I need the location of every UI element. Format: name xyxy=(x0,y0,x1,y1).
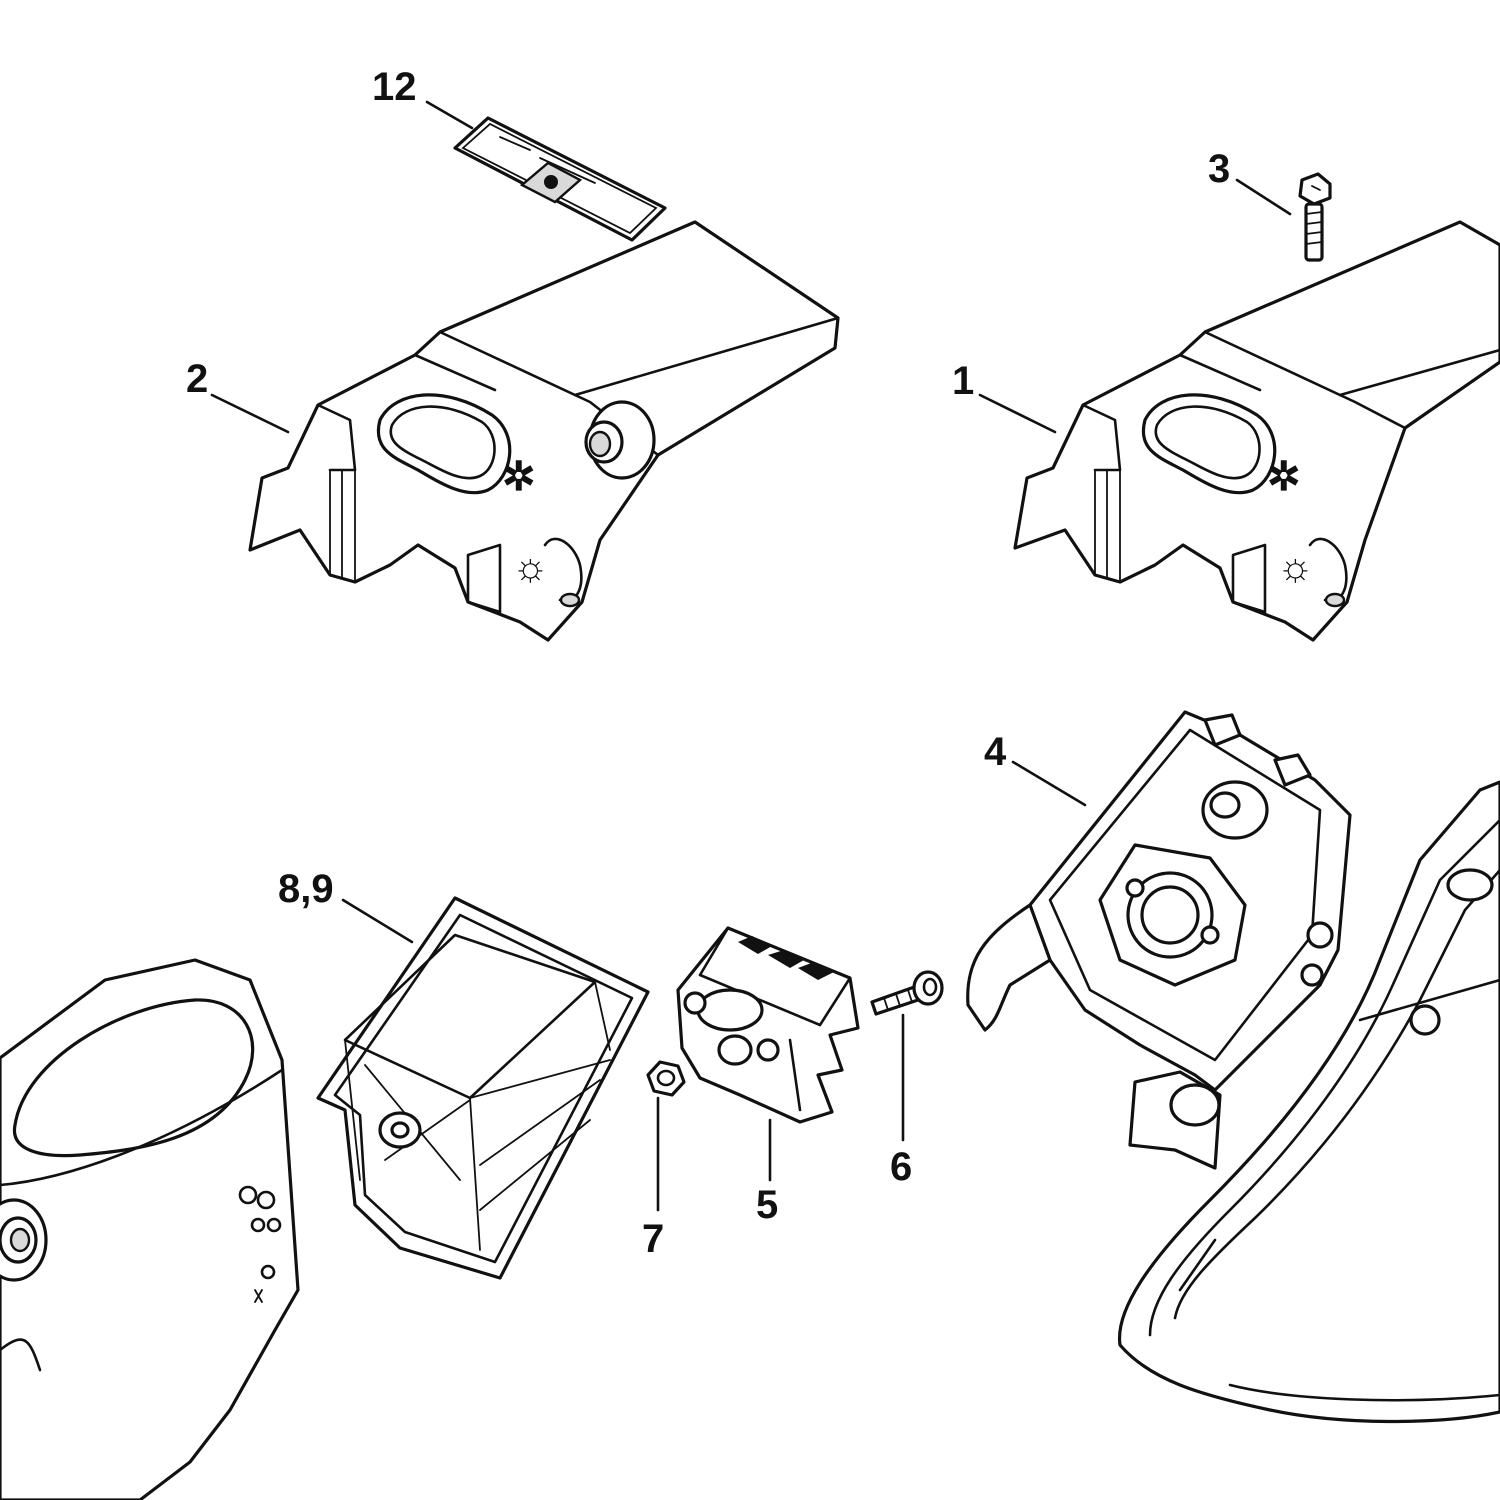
callout-6: 6 xyxy=(890,1145,912,1189)
part-6-screw xyxy=(870,970,944,1016)
callout-2: 2 xyxy=(186,357,208,401)
part-2-shroud: ✲ ☼ xyxy=(248,220,840,642)
decal-emblem-icon xyxy=(519,161,583,204)
filter-cover xyxy=(0,958,300,1500)
callout-12: 12 xyxy=(372,65,417,109)
sun-icon: ☼ xyxy=(512,545,549,589)
callout-5: 5 xyxy=(756,1183,778,1227)
callout-7: 7 xyxy=(642,1217,664,1261)
part-1-shroud: ✲ ☼ xyxy=(1013,220,1500,642)
air-intake-opening xyxy=(376,393,512,495)
callout-1: 1 xyxy=(952,359,974,403)
sun-icon: ☼ xyxy=(1277,545,1314,589)
part-4-filter-base xyxy=(966,710,1352,1170)
callout-3: 3 xyxy=(1208,147,1230,191)
cover-recess xyxy=(12,998,255,1158)
knob-icon xyxy=(0,1198,48,1282)
air-intake-opening xyxy=(1141,393,1277,495)
part-7-nut xyxy=(646,1060,686,1097)
part-3-screw xyxy=(1298,172,1332,262)
callout-4: 4 xyxy=(984,730,1007,774)
choke-knob-boss xyxy=(584,400,656,480)
part-8-9-air-filter xyxy=(316,896,650,1280)
leader-lines xyxy=(210,100,1292,1212)
part-5-adapter xyxy=(676,926,860,1124)
snowflake-icon: ✲ xyxy=(1267,455,1301,499)
mounting-boss xyxy=(1201,780,1269,840)
snowflake-icon: ✲ xyxy=(502,455,536,499)
rear-handle-housing xyxy=(1117,780,1500,1424)
callout-8-9: 8,9 xyxy=(278,867,334,911)
part-12-decal xyxy=(453,116,667,242)
intake-port xyxy=(1098,843,1247,987)
